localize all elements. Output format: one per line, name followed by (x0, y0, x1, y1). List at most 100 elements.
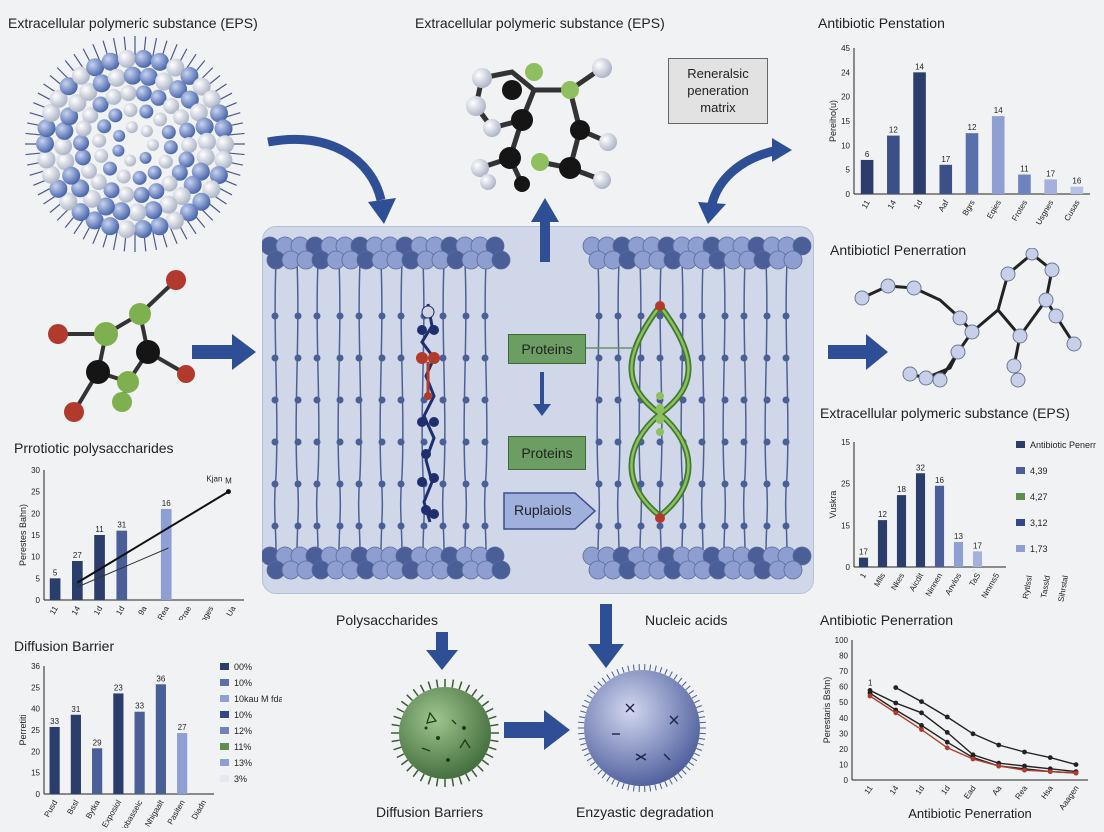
bar (858, 557, 869, 567)
x-tick-label: Cusas (1062, 199, 1081, 223)
y-axis-label: Vuskra (828, 491, 838, 519)
x-tick-label: Hsa (1039, 784, 1055, 801)
bar-value-label: 12 (889, 126, 898, 135)
eps-title-left: Extracellular polymeric substance (EPS) (8, 15, 258, 31)
x-tick-label: Aicdit (908, 571, 926, 593)
bar (1070, 186, 1084, 194)
series-point (944, 739, 950, 745)
bar-value-label: 12 (878, 510, 887, 519)
legend-label: 12% (234, 726, 252, 736)
y-tick-label: 10 (841, 141, 850, 150)
y-axis-label: Perestes Bahn) (18, 504, 28, 566)
bar-value-label: 18 (897, 485, 906, 494)
legend-swatch (220, 663, 229, 670)
bar-value-label: 17 (941, 155, 950, 164)
antibiotic-penetration-line-title: Antibiotic Penerration (820, 612, 954, 628)
enzymatic-degradation-label: Enzyastic degradation (576, 804, 714, 820)
y-tick-label: 0 (846, 563, 851, 572)
bar (72, 561, 83, 600)
series-point (893, 685, 899, 690)
x-tick-label: Usgnes (1034, 199, 1055, 227)
bar (965, 133, 979, 194)
extra-tick-label: Rytlssl (1021, 575, 1034, 600)
bar-value-label: 27 (73, 551, 82, 560)
legend-swatch (220, 711, 229, 718)
legend-swatch (1016, 441, 1025, 448)
legend-label: 3% (234, 774, 247, 784)
proteins-box-2: Proteins (508, 436, 586, 470)
x-tick-label: Rea (156, 604, 171, 620)
trend-end-label: M (225, 477, 232, 486)
bar (953, 542, 964, 567)
trend-line (76, 490, 229, 584)
bar-value-label: 14 (915, 62, 924, 71)
series-point (893, 710, 899, 716)
x-tick-label: 1d (114, 605, 126, 617)
y-tick-label: 70 (839, 667, 848, 676)
x-tick-label: Frotes (1010, 199, 1029, 223)
bar-value-label: 11 (1020, 165, 1029, 174)
series-point (970, 731, 976, 737)
bar (913, 72, 926, 194)
y-tick-label: 15 (841, 521, 850, 530)
y-tick-label: 10 (839, 760, 848, 769)
y-tick-label: 50 (839, 698, 848, 707)
x-tick-label: 11 (862, 784, 874, 796)
chemical-molecule-left (48, 270, 195, 422)
diffusion-barriers-label: Diffusion Barriers (376, 804, 484, 820)
series-point (919, 727, 924, 732)
y-tick-label: 40 (31, 705, 40, 714)
y-tick-label: 20 (31, 747, 40, 756)
bar (939, 164, 953, 194)
bar-value-label: 27 (178, 723, 187, 732)
extra-tick-label: Tassld (1039, 575, 1052, 599)
matrix-box-line-3: matrix (700, 100, 736, 115)
trend-line-label: Kjan (206, 475, 222, 484)
x-tick-label: 11 (860, 198, 872, 210)
ruplaiols-arrow-shape (503, 492, 597, 530)
series-point (867, 693, 873, 699)
membrane-bilayer-illustration (262, 236, 812, 580)
y-tick-label: 20 (31, 509, 40, 518)
eps-title-right: Extracellular polymeric substance (EPS) (820, 405, 1070, 421)
x-tick-label: Mlls (872, 572, 887, 589)
trend-end-point (225, 489, 231, 495)
polysaccharides-chart-title: Prrotiotic polysaccharides (14, 440, 174, 456)
series-point (893, 700, 899, 706)
bar (1018, 174, 1031, 194)
bar (155, 684, 166, 794)
bar (49, 726, 60, 794)
legend-swatch (1016, 545, 1025, 552)
bar-value-label: 17 (973, 541, 982, 550)
bar-value-label: 11 (95, 525, 104, 534)
bar (877, 520, 888, 567)
y-axis-label: Pereiho(u) (828, 100, 838, 142)
x-tick-label: 1d (912, 199, 924, 211)
bar-value-label: 33 (135, 702, 144, 711)
polysaccharides-label: Polysaccharides (336, 612, 438, 628)
y-tick-label: 25 (31, 488, 40, 497)
x-tick-label: Nkes (889, 572, 906, 592)
bar (113, 693, 124, 794)
x-tick-label: Nmms5 (980, 571, 1002, 600)
x-tick-label: Bgrs (961, 199, 977, 218)
x-tick-label: Rea (1013, 784, 1029, 802)
y-axis-label: Perretiti (18, 714, 28, 745)
y-tick-label: 40 (839, 714, 848, 723)
bar (134, 711, 145, 794)
y-axis-label: Perestaris Bshn) (822, 677, 832, 744)
y-tick-label: 5 (846, 166, 851, 175)
x-tick-label: 1 (858, 571, 868, 580)
x-tick-label: 14 (70, 604, 83, 617)
curved-arrow-right-shaft (707, 145, 780, 206)
bar (915, 473, 926, 567)
bar-value-label: 5 (53, 568, 58, 577)
eps-bar-chart: 0152515Vuskra17112Mlls18Nkes32Aicdit16Ni… (828, 438, 1096, 603)
legend-label: 1,73 (1030, 544, 1048, 554)
bar-value-label: 14 (994, 106, 1003, 115)
y-tick-label: 0 (844, 776, 849, 785)
x-tick-label: Ua (225, 604, 238, 618)
bar (92, 748, 103, 794)
y-tick-label: 15 (31, 769, 40, 778)
